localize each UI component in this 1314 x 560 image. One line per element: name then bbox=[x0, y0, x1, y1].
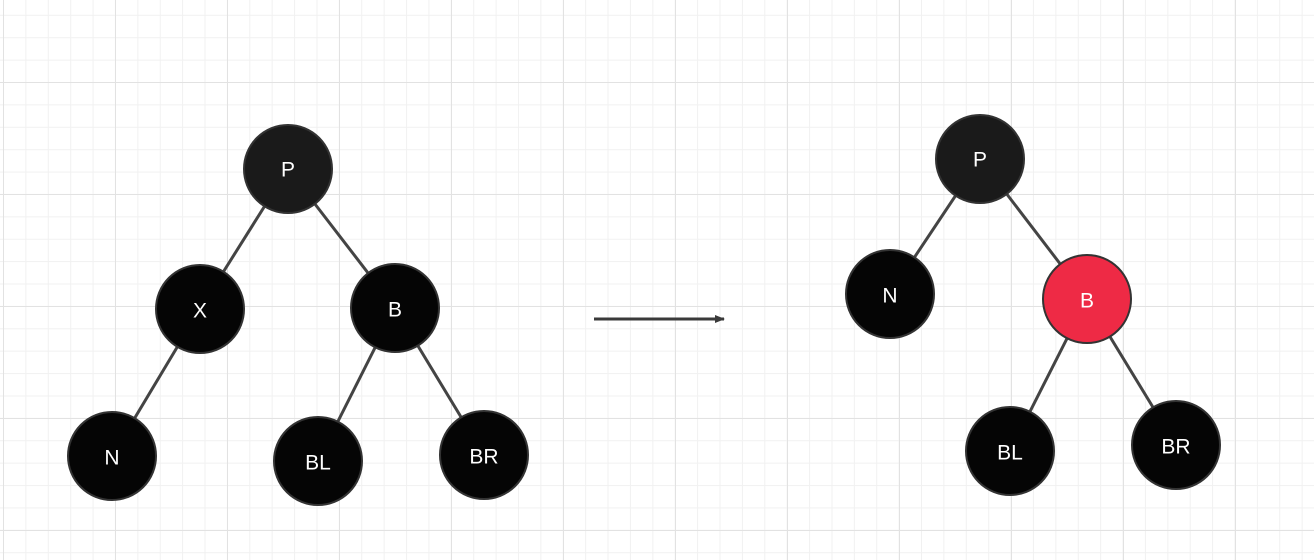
node-x-label: X bbox=[193, 300, 207, 323]
node-b-label: B bbox=[388, 299, 402, 322]
node-n: N bbox=[845, 249, 935, 339]
node-br-label: BR bbox=[1161, 436, 1190, 459]
node-bl: BL bbox=[965, 406, 1055, 496]
node-bl-label: BL bbox=[305, 452, 331, 475]
node-br-circle bbox=[439, 410, 529, 500]
node-bl: BL bbox=[273, 416, 363, 506]
node-p-circle bbox=[935, 114, 1025, 204]
node-x: X bbox=[155, 264, 245, 354]
node-n-circle bbox=[845, 249, 935, 339]
node-br-label: BR bbox=[469, 446, 498, 469]
node-b: B bbox=[350, 263, 440, 353]
node-p-label: P bbox=[973, 149, 987, 172]
node-b-circle bbox=[350, 263, 440, 353]
node-p-label: P bbox=[281, 159, 295, 182]
node-n-label: N bbox=[882, 285, 897, 308]
node-n: N bbox=[67, 411, 157, 501]
node-bl-circle bbox=[273, 416, 363, 506]
node-b-label: B bbox=[1080, 290, 1094, 313]
node-bl-label: BL bbox=[997, 442, 1023, 465]
node-x-circle bbox=[155, 264, 245, 354]
node-bl-circle bbox=[965, 406, 1055, 496]
node-n-label: N bbox=[104, 447, 119, 470]
node-p-circle bbox=[243, 124, 333, 214]
node-p: P bbox=[935, 114, 1025, 204]
node-b-circle bbox=[1042, 254, 1132, 344]
node-b-red: B bbox=[1042, 254, 1132, 344]
before-tree: P X B N BL BR bbox=[67, 124, 529, 506]
node-p: P bbox=[243, 124, 333, 214]
after-tree: P N B BL BR bbox=[845, 114, 1221, 496]
node-n-circle bbox=[67, 411, 157, 501]
node-br-circle bbox=[1131, 400, 1221, 490]
node-br: BR bbox=[439, 410, 529, 500]
node-br: BR bbox=[1131, 400, 1221, 490]
